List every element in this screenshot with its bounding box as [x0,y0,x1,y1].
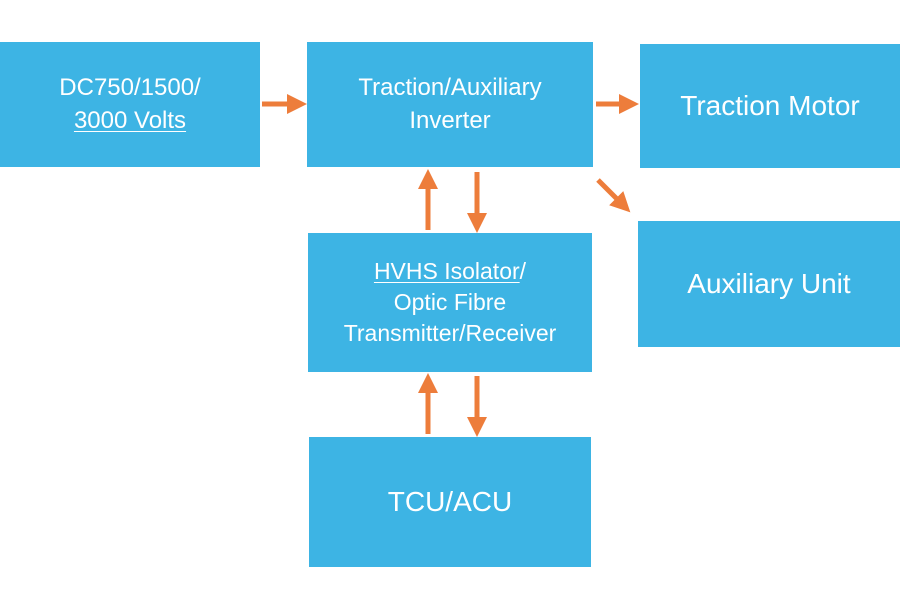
inverter-label-line2: Inverter [409,106,491,134]
auxiliary-unit-label: Auxiliary Unit [687,268,851,300]
traction-motor-label: Traction Motor [680,90,860,122]
inverter-label-line1: Traction/Auxiliary [358,74,542,102]
isolator-label-slash: / [519,257,527,284]
dc-supply-block: DC750/1500/ 3000 Volts [0,42,260,167]
traction-auxiliary-inverter-block: Traction/Auxiliary Inverter [307,42,593,167]
dc-supply-label-line1: DC750/1500/ [59,74,201,102]
isolator-transceiver-block: HVHS Isolator/ Optic Fibre Transmitter/R… [308,233,592,372]
isolator-label-line1: HVHS Isolator/ [374,256,526,287]
tcu-acu-block: TCU/ACU [309,437,591,567]
isolator-label-line2: Optic Fibre [393,288,507,315]
tcu-acu-label: TCU/ACU [387,486,513,518]
traction-motor-block: Traction Motor [640,44,900,168]
auxiliary-unit-block: Auxiliary Unit [638,221,900,347]
isolator-label-underlined: HVHS Isolator [373,257,520,284]
arrow-inverter-to-auxiliary-unit [596,178,631,213]
dc-supply-label-line2: 3000 Volts [73,106,187,134]
isolator-label-line3: Transmitter/Receiver [343,320,557,347]
